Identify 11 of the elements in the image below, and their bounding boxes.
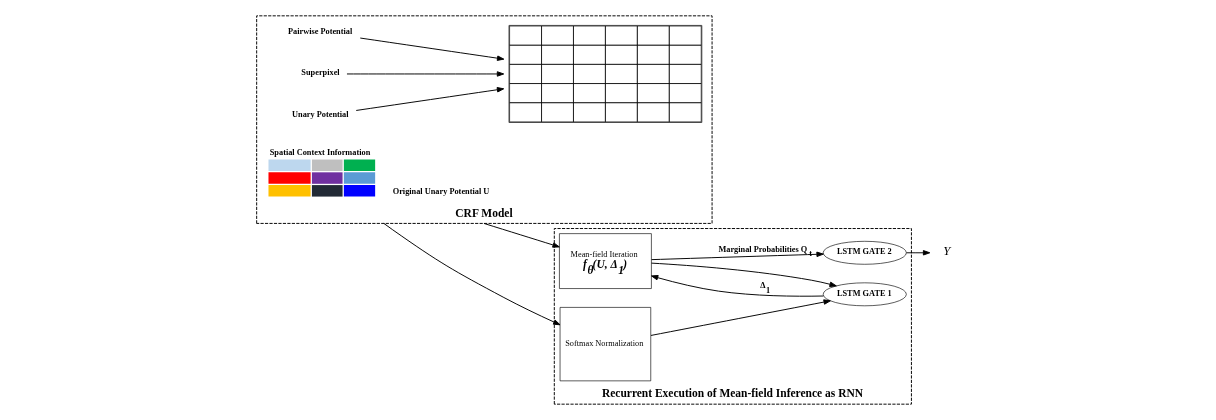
arrow (359, 37, 505, 61)
arrow (651, 262, 837, 287)
arrow (651, 251, 824, 261)
arrow (383, 222, 561, 326)
arrow (355, 87, 505, 111)
node-text: Y (943, 244, 951, 259)
arrow (651, 275, 824, 297)
arrow (906, 250, 931, 256)
arrow (650, 299, 831, 336)
arrow (483, 222, 560, 248)
arrow (346, 71, 505, 77)
